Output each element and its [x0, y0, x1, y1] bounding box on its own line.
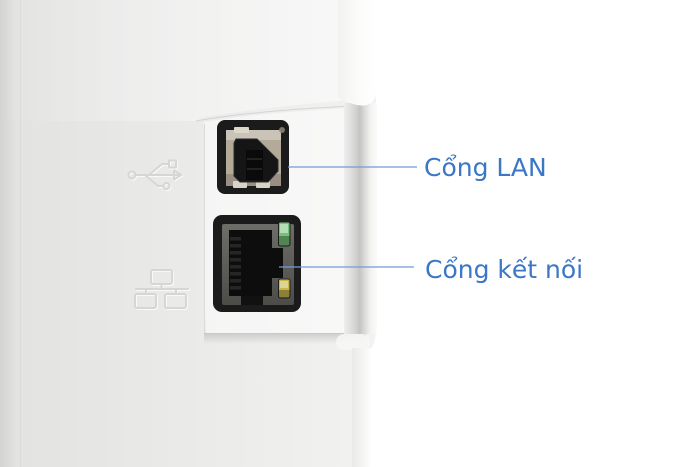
label-cong-lan: Cổng LAN — [424, 153, 547, 182]
usb-connector-recess — [246, 150, 263, 180]
usb-metal-highlight — [226, 130, 281, 140]
ethernet-jack-cavity — [229, 230, 283, 296]
ethernet-led-green — [278, 221, 291, 247]
ethernet-led-amber — [278, 278, 291, 299]
ethernet-led-amber-glint — [280, 281, 288, 288]
usb-b-port — [217, 120, 289, 194]
ethernet-led-green-shade — [278, 236, 290, 246]
usb-corner-dot — [279, 127, 285, 133]
label-cong-ket-noi: Cổng kết nối — [425, 255, 583, 284]
usb-bottom-clip-right — [256, 181, 270, 188]
top-cover-highlight — [0, 0, 376, 121]
usb-connector-ridges — [247, 158, 262, 170]
ethernet-latch-notch — [241, 296, 263, 305]
network-lan-icon — [134, 269, 190, 310]
ethernet-led-amber-shade — [278, 290, 290, 298]
ethernet-contact-pins — [230, 237, 241, 290]
usb-top-clip — [234, 127, 249, 133]
top-right-corner — [338, 0, 376, 106]
usb-trident-icon — [127, 159, 183, 191]
port-panel-step-shadow — [204, 334, 366, 344]
right-edge-strip — [344, 103, 377, 334]
bottom-right-edge — [352, 348, 371, 467]
usb-bottom-clip-left — [233, 181, 247, 188]
bottom-step-corner — [336, 334, 370, 350]
printer-body — [0, 0, 377, 467]
ethernet-port — [213, 215, 301, 312]
ethernet-led-green-glint — [280, 224, 288, 233]
